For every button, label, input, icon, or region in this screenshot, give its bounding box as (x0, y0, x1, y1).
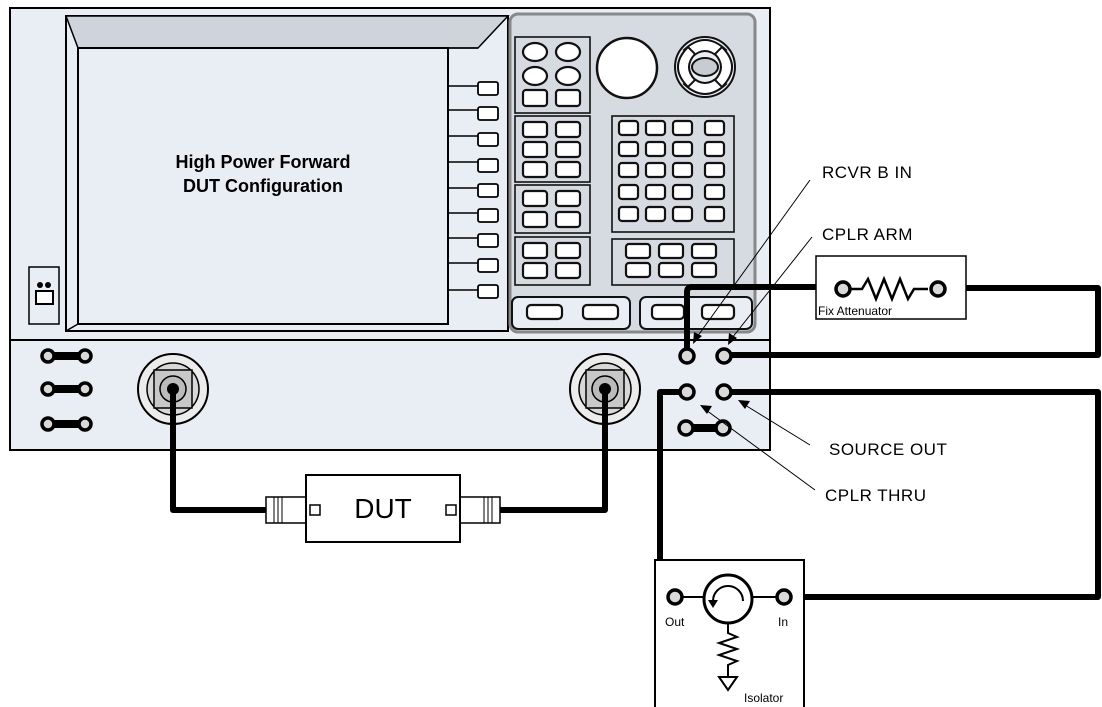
rear-ports (677, 347, 733, 437)
screen-title: High Power Forward (175, 152, 350, 172)
key[interactable] (703, 205, 726, 223)
key[interactable] (624, 242, 652, 260)
key[interactable] (554, 261, 582, 280)
key[interactable] (617, 183, 640, 201)
label-rcvr-b-in: RCVR B IN (822, 163, 912, 182)
key[interactable] (521, 210, 549, 229)
key[interactable] (617, 161, 640, 179)
key[interactable] (671, 119, 694, 137)
display: High Power Forward DUT Configuration (64, 15, 510, 332)
screen-subtitle: DUT Configuration (183, 176, 343, 196)
port-jumper-left[interactable] (677, 419, 695, 437)
network-analyzer: High Power Forward DUT Configuration (9, 7, 771, 451)
key[interactable] (703, 140, 726, 158)
key[interactable] (554, 65, 582, 87)
key[interactable] (617, 140, 640, 158)
cable-dut-port2 (497, 389, 608, 513)
isolator-out-label: Out (665, 615, 685, 629)
power-button[interactable] (28, 266, 60, 325)
softkey[interactable] (477, 106, 499, 121)
key[interactable] (554, 189, 582, 208)
key[interactable] (644, 183, 667, 201)
fixed-attenuator: Fix Attenuator (815, 255, 967, 320)
key[interactable] (690, 242, 718, 260)
key[interactable] (644, 119, 667, 137)
key[interactable] (521, 160, 549, 179)
arrow-keys[interactable] (674, 36, 736, 98)
key[interactable] (671, 161, 694, 179)
softkey[interactable] (477, 132, 499, 147)
key[interactable] (703, 183, 726, 201)
key[interactable] (521, 41, 549, 63)
key[interactable] (671, 183, 694, 201)
key[interactable] (690, 261, 718, 279)
cable-attenuator-cplr-arm (721, 285, 1101, 358)
key[interactable] (525, 303, 564, 321)
left-jumpers (40, 348, 93, 432)
key[interactable] (624, 261, 652, 279)
key[interactable] (703, 161, 726, 179)
key[interactable] (521, 241, 549, 260)
dut-block: DUT (265, 474, 501, 543)
softkey-column (448, 81, 499, 299)
isolator: Out In Isolator (654, 559, 805, 707)
label-cplr-arm: CPLR ARM (822, 225, 913, 244)
key[interactable] (554, 160, 582, 179)
key[interactable] (657, 261, 685, 279)
key[interactable] (554, 140, 582, 159)
key[interactable] (581, 303, 620, 321)
rotary-knob[interactable] (595, 36, 659, 100)
dut-label: DUT (354, 493, 412, 524)
key[interactable] (650, 303, 686, 321)
key[interactable] (671, 205, 694, 223)
port-cplr-thru[interactable] (678, 383, 696, 401)
label-source-out: SOURCE OUT (829, 440, 947, 459)
key[interactable] (644, 161, 667, 179)
key[interactable] (554, 241, 582, 260)
key[interactable] (671, 140, 694, 158)
port-source-out[interactable] (715, 383, 733, 401)
key[interactable] (521, 140, 549, 159)
key[interactable] (617, 205, 640, 223)
callouts: RCVR B IN CPLR ARM SOURCE OUT CPLR THRU (693, 163, 947, 505)
isolator-label: Isolator (744, 691, 783, 705)
key[interactable] (521, 120, 549, 139)
key[interactable] (521, 189, 549, 208)
key[interactable] (554, 41, 582, 63)
cable-rcvr-attenuator (684, 284, 845, 359)
isolator-in-label: In (778, 615, 788, 629)
key[interactable] (644, 205, 667, 223)
cable-port1-dut (170, 389, 269, 513)
softkey[interactable] (477, 258, 499, 273)
key[interactable] (554, 88, 582, 108)
key[interactable] (521, 88, 549, 108)
cables (170, 284, 1101, 600)
attenuator-label: Fix Attenuator (818, 304, 892, 318)
cable-source-isolator (721, 389, 1101, 600)
key[interactable] (554, 120, 582, 139)
key[interactable] (617, 119, 640, 137)
front-panel-keypad (508, 12, 757, 334)
softkey[interactable] (477, 183, 499, 198)
label-cplr-thru: CPLR THRU (825, 486, 926, 505)
port-rcvr-b-in[interactable] (678, 347, 696, 365)
softkey[interactable] (477, 284, 499, 299)
softkey[interactable] (477, 81, 499, 96)
key[interactable] (657, 242, 685, 260)
key[interactable] (703, 119, 726, 137)
key[interactable] (521, 261, 549, 280)
analyzer-lower-panel (9, 339, 771, 451)
key[interactable] (521, 65, 549, 87)
port-cplr-arm[interactable] (715, 347, 733, 365)
key[interactable] (644, 140, 667, 158)
softkey[interactable] (477, 158, 499, 173)
port-jumper-right[interactable] (714, 419, 732, 437)
key[interactable] (700, 303, 736, 321)
softkey[interactable] (477, 233, 499, 248)
softkey[interactable] (477, 208, 499, 223)
key[interactable] (554, 210, 582, 229)
